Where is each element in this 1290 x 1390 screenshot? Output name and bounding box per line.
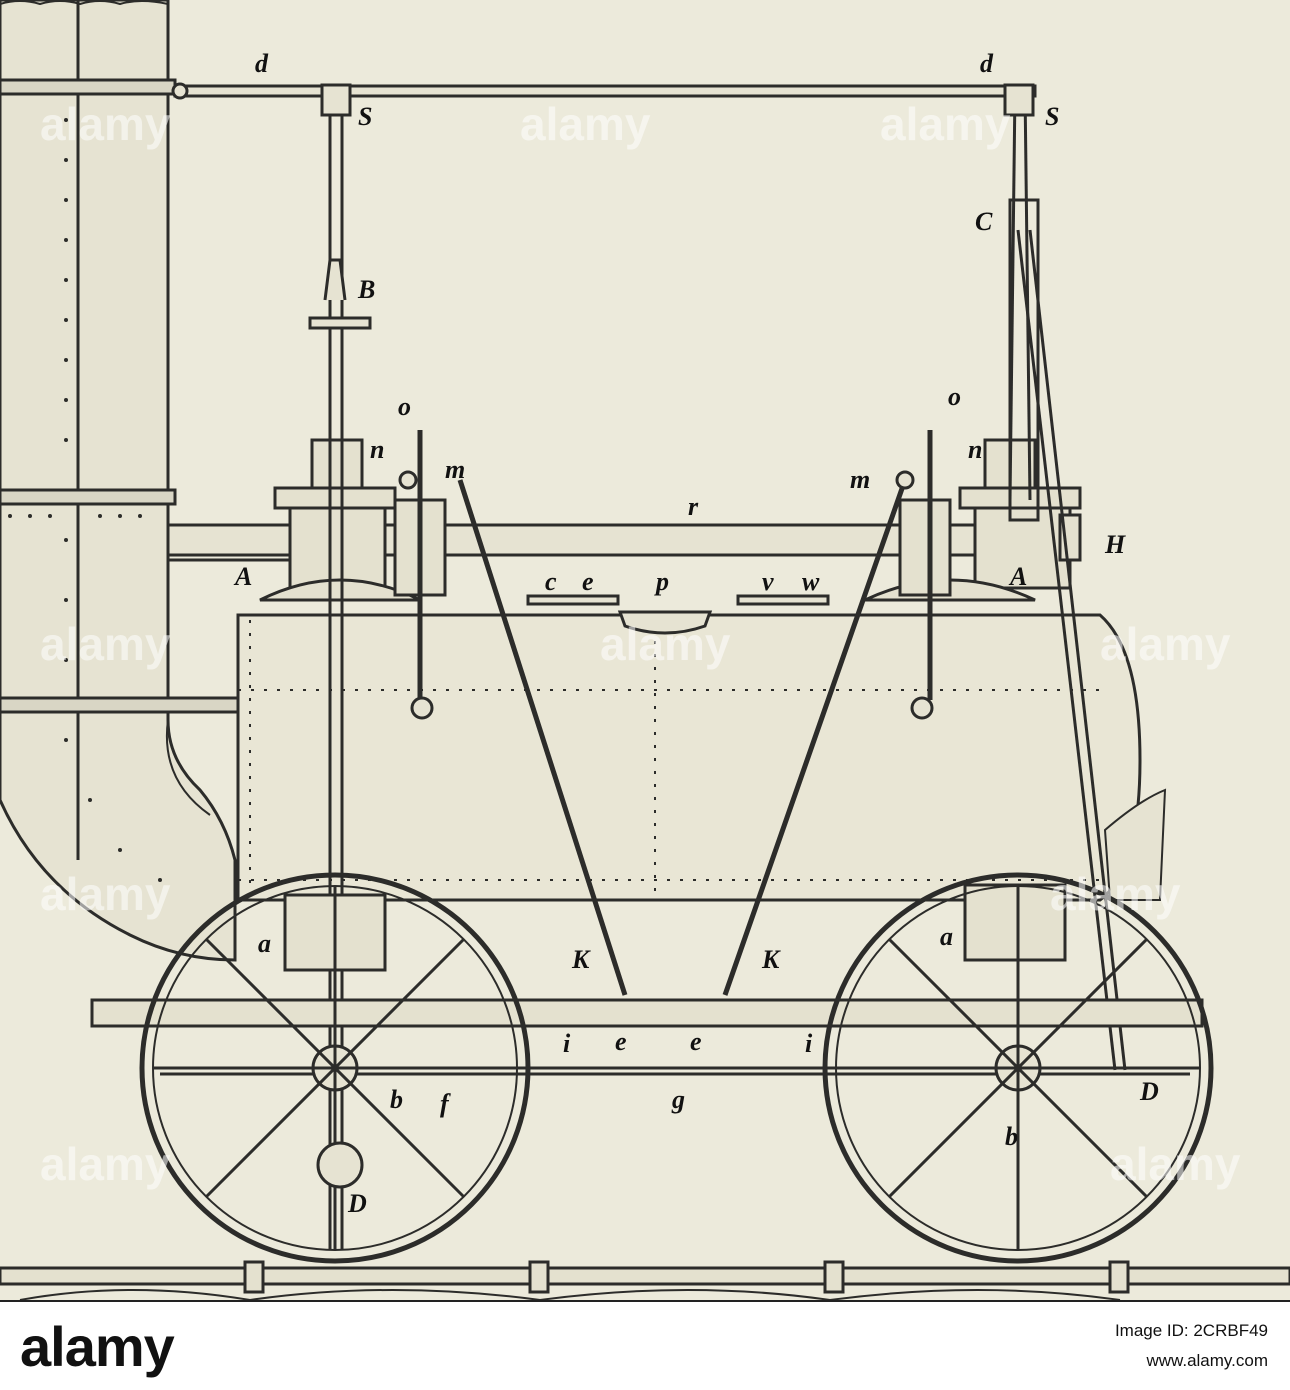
label-e: e [582, 567, 594, 596]
watermark-text: alamy [40, 868, 171, 920]
label-o: o [948, 382, 961, 411]
label-a: A [233, 562, 252, 591]
label-c-small: c [545, 567, 557, 596]
label-d: d [980, 49, 994, 78]
label-v: v [762, 567, 774, 596]
watermark-text: alamy [600, 618, 731, 670]
label-m: m [445, 455, 465, 484]
watermark-text: alamy [880, 98, 1011, 150]
label-b-small: b [1005, 1122, 1018, 1151]
watermark-text: alamy [1050, 868, 1181, 920]
watermark: alamy alamy alamy alamy alamy alamy alam… [40, 98, 1241, 1190]
connecting-rods [417, 430, 933, 996]
gauge-cocks [526, 594, 830, 635]
watermark-text: alamy [1110, 1138, 1241, 1190]
label-i: i [805, 1029, 813, 1058]
image-meta: Image ID: 2CRBF49 www.alamy.com [1115, 1316, 1268, 1376]
label-s: S [1045, 102, 1059, 131]
label-m: m [850, 465, 870, 494]
footer-divider [0, 1300, 1290, 1302]
watermark-text: alamy [40, 618, 171, 670]
label-b: B [357, 275, 375, 304]
label-g: g [671, 1085, 685, 1114]
watermark-text: alamy [40, 98, 171, 150]
boiler [236, 613, 1167, 902]
label-e: e [690, 1027, 702, 1056]
locomotive-engraving: alamy alamy alamy alamy alamy alamy alam… [0, 0, 1290, 1300]
cylinder-left [259, 438, 447, 602]
label-s: S [358, 102, 372, 131]
label-c: C [975, 207, 993, 236]
label-p: p [654, 567, 669, 596]
label-w: w [802, 567, 820, 596]
chimney [0, 0, 300, 962]
figure-labels: d d S S B C o o n n m m r H A A c e p v … [233, 49, 1159, 1218]
label-f: f [440, 1089, 451, 1118]
chimney-rivets [8, 118, 162, 882]
label-n: n [370, 435, 384, 464]
label-k: K [761, 945, 781, 974]
label-a-small: a [258, 929, 271, 958]
label-a: A [1008, 562, 1027, 591]
wheel-right [822, 872, 1214, 1264]
label-b-small: b [390, 1085, 403, 1114]
brand-logo: alamy [20, 1315, 175, 1378]
label-d-upper: D [1139, 1077, 1159, 1106]
top-rod [171, 82, 1037, 100]
label-e: e [615, 1027, 627, 1056]
label-i: i [563, 1029, 571, 1058]
label-o: o [398, 392, 411, 421]
label-d-upper: D [347, 1189, 367, 1218]
rail [0, 1260, 1290, 1300]
pivot-eyes [398, 470, 934, 720]
label-d: d [255, 49, 269, 78]
watermark-text: alamy [520, 98, 651, 150]
label-h: H [1104, 530, 1126, 559]
label-k: K [571, 945, 591, 974]
watermark-text: alamy [40, 1138, 171, 1190]
wheel-left [139, 872, 531, 1264]
stock-footer: alamy Image ID: 2CRBF49 www.alamy.com [0, 1300, 1290, 1390]
label-r: r [688, 492, 699, 521]
label-n: n [968, 435, 982, 464]
site-url: www.alamy.com [1146, 1351, 1268, 1370]
image-id: Image ID: 2CRBF49 [1114, 1321, 1268, 1340]
label-a-small: a [940, 922, 953, 951]
watermark-text: alamy [1100, 618, 1231, 670]
